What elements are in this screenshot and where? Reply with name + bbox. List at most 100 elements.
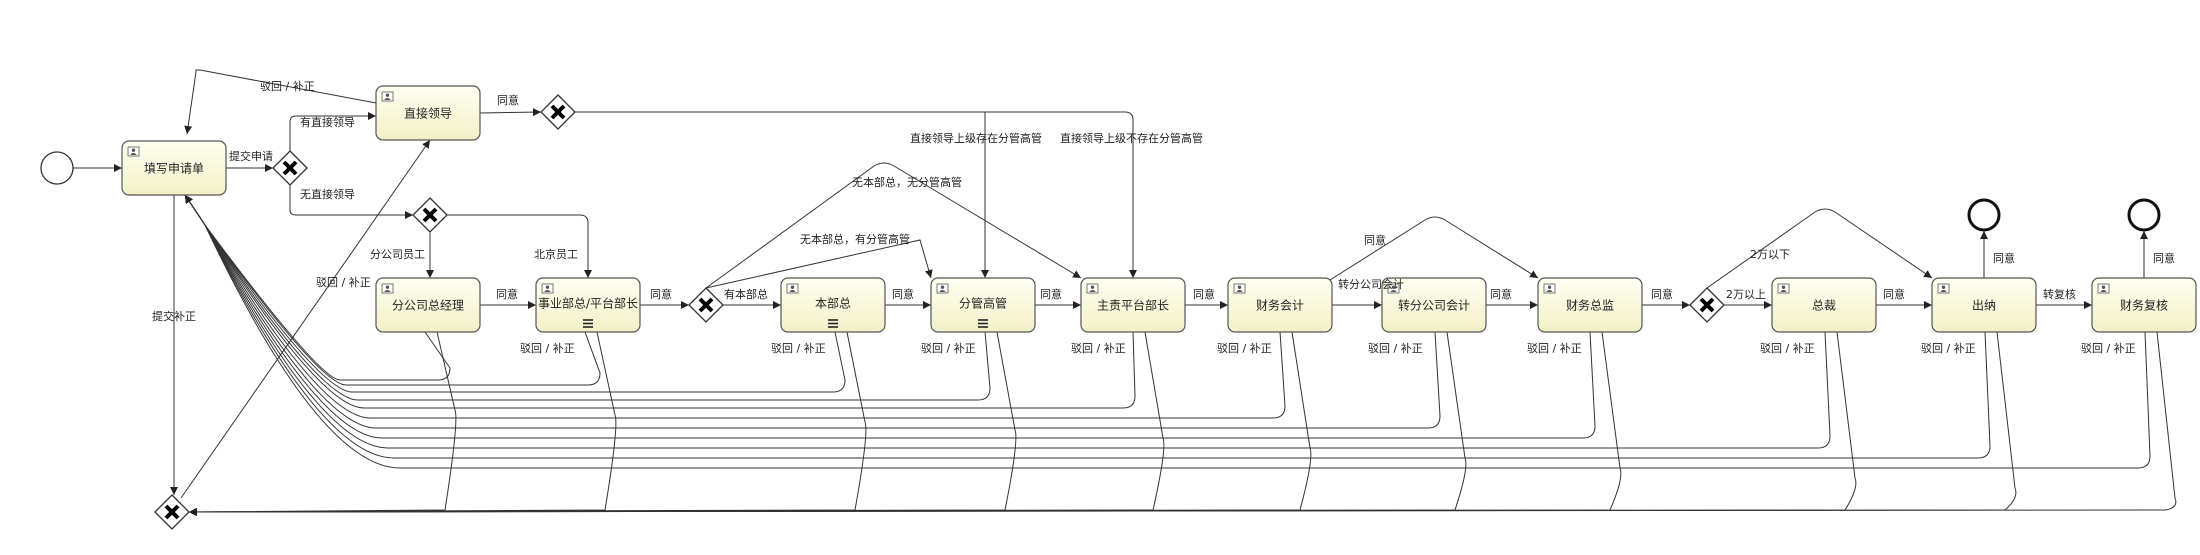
sequence-flow [180, 139, 431, 499]
user-task-icon [2097, 283, 2110, 294]
label-agree-branch: 同意 [496, 287, 518, 301]
task-branch-accountant[interactable]: 转分公司会计 [1381, 277, 1487, 333]
label-agree-leader: 同意 [497, 93, 519, 107]
resubmit-flow [188, 331, 1017, 516]
reject-flow [184, 194, 1286, 419]
task-biz-dept-head[interactable]: 事业部总/平台部长 [535, 277, 641, 333]
user-task-icon [541, 283, 554, 294]
label-reject-7: 驳回 / 补正 [1760, 342, 1815, 355]
label-reject-top: 驳回 / 补正 [260, 80, 315, 93]
task-label: 出纳 [1972, 299, 1996, 313]
resubmit-flow [188, 331, 2017, 516]
label-agree-exec: 同意 [1040, 287, 1062, 301]
reject-flow [184, 194, 846, 393]
reject-flow [184, 194, 601, 386]
label-agree-platform: 同意 [1193, 287, 1215, 301]
end-event-cashier[interactable] [1967, 198, 2001, 232]
resubmit-flow [188, 331, 1622, 516]
user-task-icon [936, 283, 949, 294]
label-reject-4: 驳回 / 补正 [1217, 342, 1272, 355]
task-fill-form[interactable]: 填写申请单 [121, 140, 227, 196]
task-label: 本部总 [815, 296, 851, 311]
label-submit: 提交申请 [229, 149, 273, 163]
label-reject-branch: 驳回 / 补正 [316, 276, 371, 289]
label-reject-3: 驳回 / 补正 [1071, 342, 1126, 355]
task-label: 分公司总经理 [392, 299, 464, 313]
task-direct-leader[interactable]: 直接领导 [375, 85, 481, 141]
gateway-amount[interactable] [1689, 287, 1725, 323]
label-reject-8: 驳回 / 补正 [1921, 342, 1976, 355]
label-no-leader: 无直接领导 [300, 187, 355, 201]
resubmit-flow [188, 331, 457, 516]
user-task-icon [1233, 283, 1246, 294]
gateway-has-leader[interactable] [272, 150, 308, 186]
task-label: 财务复核 [2120, 298, 2168, 313]
reject-flow [184, 194, 1136, 409]
task-president[interactable]: 总裁 [1771, 277, 1877, 333]
gateway-staff-type[interactable] [412, 197, 448, 233]
task-cashier[interactable]: 出纳 [1931, 277, 2037, 333]
user-task-icon [1543, 283, 1556, 294]
gateway-leader-agree[interactable] [540, 94, 576, 130]
task-fin-review[interactable]: 财务复核 [2091, 277, 2197, 333]
end-event-review[interactable] [2127, 198, 2161, 232]
label-has-leader: 有直接领导 [300, 115, 355, 129]
task-label: 总裁 [1812, 299, 1836, 313]
start-event[interactable] [40, 151, 74, 185]
label-to-review: 转复核 [2043, 287, 2076, 301]
sequence-flow [1706, 208, 1933, 289]
user-task-icon [1937, 283, 1950, 294]
label-leader-exec-exists: 直接领导上级存在分管高管 [910, 131, 1042, 145]
task-label: 填写申请单 [144, 162, 204, 176]
label-agree-dept: 同意 [892, 287, 914, 301]
sequence-flow [289, 112, 376, 151]
label-transfer-branch: 转分公司会计 [1338, 277, 1404, 291]
multi-instance-marker [978, 319, 988, 328]
label-under-20k: 2万以下 [1750, 248, 1790, 261]
label-agree-branch-acc: 同意 [1490, 287, 1512, 301]
reject-flow [184, 194, 2151, 469]
label-resubmit: 提交补正 [152, 309, 196, 323]
gateway-dept-head[interactable] [688, 287, 724, 323]
multi-instance-marker [828, 319, 838, 328]
task-platform-head[interactable]: 主责平台部长 [1080, 277, 1186, 333]
sequence-flow [705, 162, 1082, 289]
reject-flow [184, 194, 451, 381]
sequence-flow [479, 108, 542, 117]
gateway-resubmit[interactable] [154, 494, 190, 530]
resubmit-flow [188, 331, 1312, 516]
reject-flow [184, 194, 1596, 439]
label-agree-president: 同意 [1883, 287, 1905, 301]
task-dept-head[interactable]: 本部总 [780, 277, 886, 333]
reject-flow [184, 194, 1831, 449]
task-fin-accountant[interactable]: 财务会计 [1227, 277, 1333, 333]
label-reject-2: 驳回 / 补正 [921, 342, 976, 355]
label-reject-1: 驳回 / 补正 [771, 342, 826, 355]
label-agree-director: 同意 [1651, 287, 1673, 301]
edge-labels: 提交申请有直接领导无直接领导驳回 / 补正同意分公司员工北京员工有本部总无本部总… [152, 80, 2175, 355]
reject-edges [184, 194, 2177, 516]
label-agree-biz: 同意 [650, 287, 672, 301]
label-reject-5: 驳回 / 补正 [1368, 342, 1423, 355]
task-branch-gm[interactable]: 分公司总经理 [375, 277, 481, 333]
tasks: 填写申请单 直接领导分公司总经理 事业部总/平台部长 本部总 分管高管 主责平台部长财务会… [121, 85, 2197, 333]
user-task-icon [381, 91, 394, 102]
label-beijing-staff: 北京员工 [534, 247, 578, 261]
user-task-icon [786, 283, 799, 294]
task-fin-director[interactable]: 财务总监 [1537, 277, 1643, 333]
user-task-icon [381, 283, 394, 294]
user-task-icon [127, 146, 140, 157]
task-label: 财务总监 [1566, 298, 1614, 313]
sequence-flow [447, 214, 592, 278]
sequence-flow [184, 69, 377, 135]
resubmit-flow [188, 331, 867, 516]
task-supervising-exec[interactable]: 分管高管 [930, 277, 1036, 333]
label-branch-staff: 分公司员工 [370, 248, 425, 261]
task-label: 分管高管 [959, 296, 1007, 311]
label-no-head-no-exec: 无本部总，无分管高管 [852, 175, 962, 189]
label-agree-cashier: 同意 [1993, 251, 2015, 265]
label-reject-0: 驳回 / 补正 [520, 342, 575, 355]
label-agree-accountant: 同意 [1364, 233, 1386, 247]
label-has-dept-head: 有本部总 [724, 287, 768, 301]
main-edges [73, 69, 2148, 499]
